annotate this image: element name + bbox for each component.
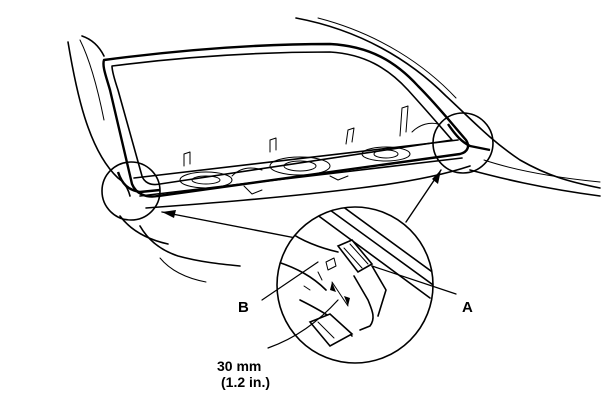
speaker-center bbox=[269, 156, 331, 176]
dimension-imperial-label: (1.2 in.) bbox=[221, 374, 270, 390]
leader-a bbox=[371, 265, 457, 295]
leader-lines bbox=[261, 261, 457, 349]
window-glass-edge bbox=[111, 51, 453, 186]
label-a: A bbox=[462, 299, 473, 316]
magnified-circle-border bbox=[276, 206, 434, 364]
leader-b bbox=[261, 261, 319, 301]
arrow-head-left-icon bbox=[162, 210, 176, 218]
label-b: B bbox=[238, 299, 249, 316]
body-panel-outline bbox=[67, 39, 241, 283]
roof-outline bbox=[81, 17, 601, 197]
clip-a bbox=[336, 239, 374, 274]
speaker-left bbox=[179, 171, 233, 189]
detail-circle-right bbox=[432, 112, 494, 174]
dimension-metric-label: 30 mm bbox=[217, 358, 261, 374]
callout-arrows bbox=[161, 169, 442, 241]
leader-dimension bbox=[267, 299, 339, 349]
speaker-right bbox=[361, 146, 411, 162]
magnified-detail bbox=[276, 206, 434, 364]
arrow-head-right-icon bbox=[432, 170, 441, 184]
dimension-line bbox=[331, 281, 349, 307]
